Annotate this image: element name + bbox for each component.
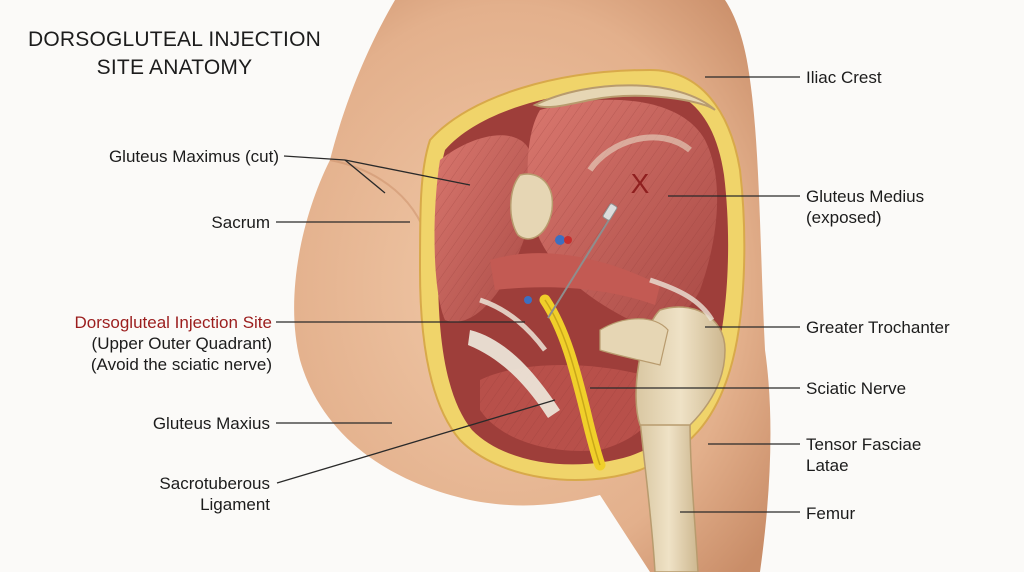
label-injection-site: Dorsogluteal Injection Site (Upper Outer… <box>74 312 272 375</box>
label-tensor-line-2: Latae <box>806 456 849 475</box>
label-gluteus-medius-line-1: Gluteus Medius <box>806 187 925 206</box>
label-tensor-fasciae-latae: Tensor Fasciae Latae <box>806 434 921 476</box>
label-sacrotuberous-line-1: Sacrotuberous <box>159 474 270 493</box>
label-sacrum: Sacrum <box>211 213 270 232</box>
label-sciatic-nerve: Sciatic Nerve <box>806 379 907 398</box>
leader-gmax-cut-b <box>344 159 386 194</box>
page-title: DORSOGLUTEAL INJECTION SITE ANATOMY <box>28 26 321 82</box>
femoral-neck <box>599 318 669 366</box>
label-injection-site-line-3: (Avoid the sciatic nerve) <box>90 355 272 374</box>
label-gluteus-medius: Gluteus Medius (exposed) <box>806 186 924 228</box>
label-femur: Femur <box>806 504 856 523</box>
leader-lines <box>276 76 800 513</box>
label-iliac-crest: Iliac Crest <box>806 68 882 87</box>
leader-gmax-cut-a <box>283 155 346 161</box>
label-greater-trochanter: Greater Trochanter <box>806 318 950 337</box>
title-line-2: SITE ANATOMY <box>96 56 253 79</box>
label-injection-site-line-2: (Upper Outer Quadrant) <box>91 334 272 353</box>
sacrotuberous-ligament-shape <box>468 330 560 418</box>
label-tensor-line-1: Tensor Fasciae <box>806 435 922 454</box>
needle <box>547 214 613 319</box>
label-sacrotuberous-ligament: Sacrotuberous Ligament <box>159 473 270 515</box>
leader-gmax-cut-c <box>344 159 471 186</box>
injection-mark: X <box>631 168 650 199</box>
label-gluteus-maxius: Gluteus Maxius <box>152 414 270 433</box>
label-injection-site-line-1: Dorsogluteal Injection Site <box>74 313 272 332</box>
vessel-red <box>564 236 572 244</box>
iliac-crest-bone <box>532 84 716 111</box>
label-gluteus-medius-line-2: (exposed) <box>806 208 882 227</box>
sacrum-bone <box>510 173 554 240</box>
title-line-1: DORSOGLUTEAL INJECTION <box>28 28 321 51</box>
femur-bone <box>639 419 699 572</box>
leader-sacrotuberous <box>276 399 556 484</box>
vessel-blue <box>555 235 565 245</box>
label-gluteus-maximus-cut: Gluteus Maximus (cut) <box>108 147 279 166</box>
piriformis <box>490 253 660 305</box>
label-sacrotuberous-line-2: Ligament <box>200 495 270 514</box>
